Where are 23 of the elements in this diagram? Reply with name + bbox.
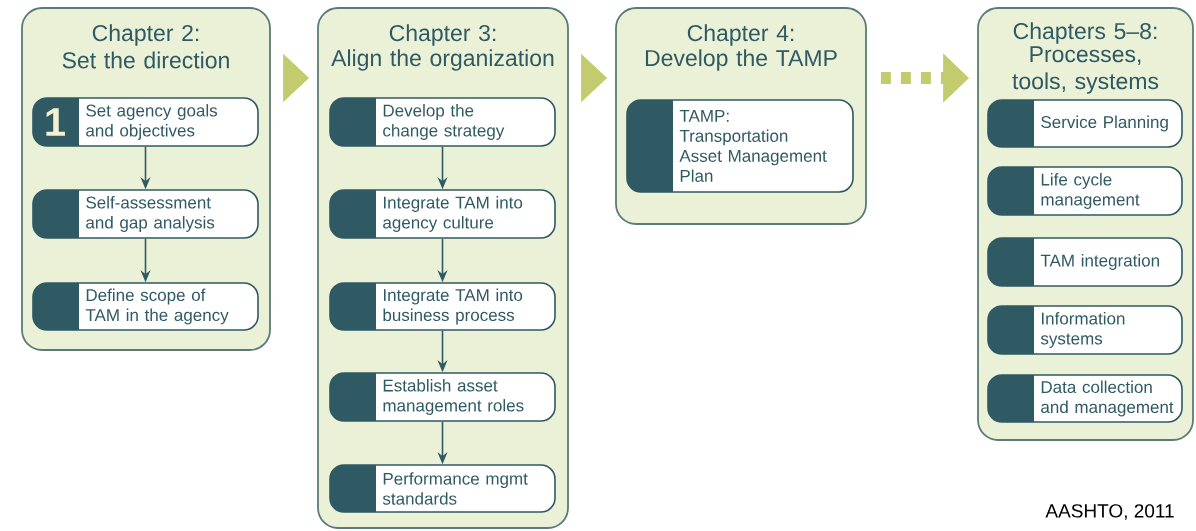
chapter-heading: Set the direction: [62, 51, 229, 69]
chapter-heading: Processes, tools, systems: [1012, 46, 1159, 94]
chapter-heading: Chapter 3:: [389, 24, 496, 46]
step-box: Self-assessment and gap analysis: [32, 189, 259, 239]
step-box: 1 Set agency goals and objectives: [32, 97, 259, 147]
step-box: Integrate TAM into agency culture: [329, 189, 556, 239]
step-box: Develop the change strategy: [329, 97, 556, 147]
source-note: AASHTO, 2011: [1045, 504, 1174, 520]
step-box: Integrate TAM into business process: [329, 282, 556, 331]
step-box: TAM integration: [987, 237, 1183, 287]
step-box: Information systems: [987, 305, 1183, 355]
chapter-heading: Chapter 2:: [92, 24, 199, 46]
chapter-heading: Develop the TAMP: [645, 49, 837, 71]
step-box: TAMP: Transportation Asset Management Plan: [626, 99, 854, 193]
chapter-heading: Chapters 5–8:: [1013, 22, 1157, 44]
step-box: Establish asset management roles: [329, 372, 556, 422]
step-box: Performance mgmt standards: [329, 464, 556, 513]
chapter-heading: Chapter 4:: [687, 24, 794, 46]
step-box: Service Planning: [987, 99, 1183, 148]
step-box: Data collection and management: [987, 374, 1183, 423]
step-box: Define scope of TAM in the agency: [32, 282, 259, 331]
step-box: Life cycle management: [987, 166, 1183, 216]
chapter-heading: Align the organization: [331, 49, 554, 71]
